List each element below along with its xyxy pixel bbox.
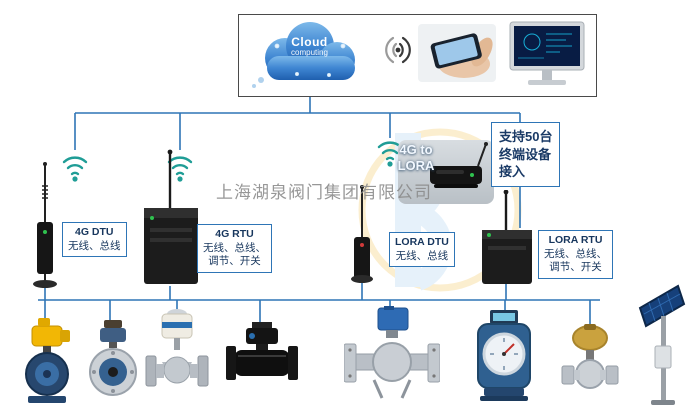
device-label-line: 调节、开关 — [208, 255, 261, 268]
device-label-line: 调节、开关 — [549, 261, 602, 274]
device-label-4g-rtu: 4G RTU 无线、总线、 调节、开关 — [197, 224, 272, 273]
device-label-lora-rtu: LORA RTU 无线、总线、 调节、开关 — [538, 230, 613, 279]
device-label-title: LORA RTU — [548, 234, 603, 246]
capacity-note-line2: 终端设备 — [499, 146, 552, 162]
monitor-icon — [509, 21, 585, 85]
butterfly-valve-yellow-actuator — [25, 318, 70, 403]
capacity-note-line3: 接入 — [499, 164, 526, 180]
4g-rtu-device — [144, 149, 198, 284]
device-label-title: 4G DTU — [74, 226, 114, 238]
device-label-line: 无线、总线 — [395, 249, 449, 262]
small-valve-brass-actuator — [561, 324, 619, 389]
flowmeter-gauge-valve — [477, 310, 531, 401]
capacity-note-line1: 支持50台 — [499, 129, 553, 144]
device-label-line: 无线、总线、 — [203, 241, 266, 254]
wafer-butterfly-valve — [89, 320, 137, 396]
cloud-caption: Cloud computing — [272, 35, 347, 58]
cloud-title: Cloud — [291, 35, 328, 49]
gateway-label-line1: 4G to — [399, 142, 433, 157]
device-label-title: LORA DTU — [395, 236, 449, 248]
cloud-icon — [252, 22, 355, 88]
device-label-title: 4G RTU — [215, 228, 254, 240]
gateway-label-line2: LORA — [397, 158, 435, 174]
flanged-ball-valve-blue-actuator — [344, 306, 440, 399]
capacity-note: 支持50台 终端设备 接入 — [491, 122, 561, 187]
solar-panel-pole — [638, 284, 686, 405]
cloud-subtitle: computing — [291, 48, 328, 58]
4g-dtu-device — [33, 162, 57, 288]
company-watermark: 上海湖泉阀门集团有限公司 — [216, 183, 432, 202]
lora-gateway-router — [430, 142, 488, 188]
lora-rtu-device — [482, 190, 532, 284]
device-label-line: 无线、总线 — [68, 239, 121, 252]
phone-in-hand-icon — [418, 24, 496, 82]
device-label-line: 无线、总线、 — [544, 247, 607, 260]
lora-dtu-device — [351, 185, 373, 283]
gateway-label: 4G to LORA — [392, 142, 440, 175]
wifi-icon — [385, 36, 411, 64]
device-label-4g-dtu: 4G DTU 无线、总线 — [62, 222, 127, 258]
wifi-icon — [62, 156, 88, 182]
gate-valve-electric-actuator — [145, 309, 209, 387]
device-label-lora-dtu: LORA DTU 无线、总线 — [389, 232, 455, 268]
black-ball-valve — [226, 322, 298, 380]
